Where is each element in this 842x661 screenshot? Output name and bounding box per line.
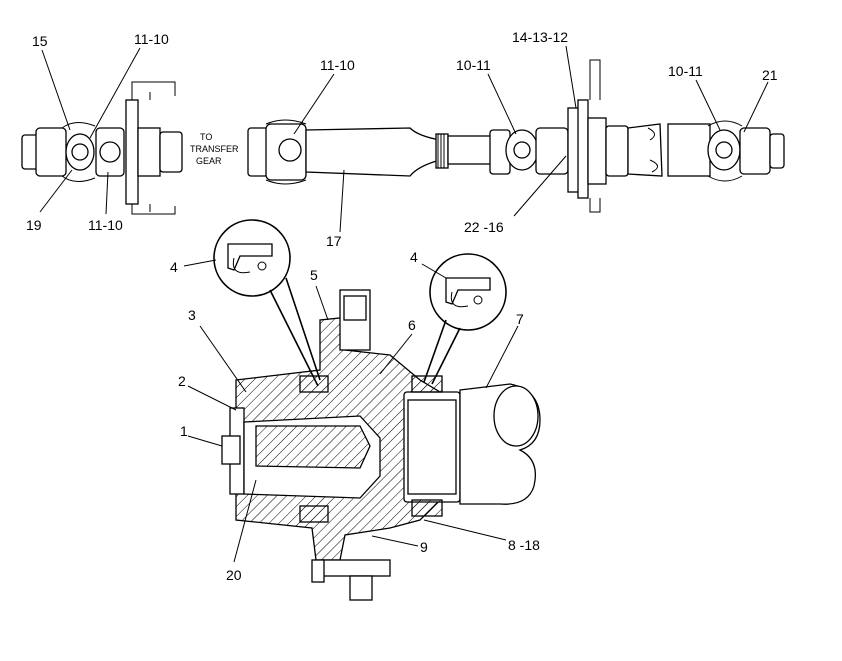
- callout-5: 5: [310, 267, 318, 283]
- callout-14-13-12: 14-13-12: [512, 29, 568, 45]
- transfer-note-line2: TRANSFER: [190, 144, 239, 154]
- lower-leader-lines: [183, 259, 519, 563]
- callout-9: 9: [420, 539, 428, 555]
- center-driveshaft: [247, 119, 499, 185]
- callout-15: 15: [32, 33, 48, 49]
- callout-10-11-right: 10-11: [668, 63, 703, 79]
- lower-cross-section: [183, 219, 541, 601]
- middle-flange-assembly: [489, 59, 663, 213]
- callout-7: 7: [516, 311, 524, 327]
- transfer-note-line3: GEAR: [196, 156, 222, 166]
- seal-detail-left: [213, 219, 321, 387]
- transfer-note-line1: TO: [200, 132, 212, 142]
- callout-22-16: 22 -16: [464, 219, 504, 235]
- callout-4-left: 4: [170, 259, 178, 275]
- callout-20: 20: [226, 567, 242, 583]
- callout-11-10-mid: 11-10: [320, 57, 355, 73]
- callout-19: 19: [26, 217, 42, 233]
- callout-10-11-mid: 10-11: [456, 57, 491, 73]
- left-yoke-assembly: [21, 81, 183, 215]
- callout-3: 3: [188, 307, 196, 323]
- right-yoke-assembly: [667, 120, 785, 182]
- seal-detail-right: [423, 253, 507, 385]
- callout-11-10-bottom-left: 11-10: [88, 217, 123, 233]
- callout-6: 6: [408, 317, 416, 333]
- callout-2: 2: [178, 373, 186, 389]
- callout-21: 21: [762, 67, 778, 83]
- callout-labels: 15 11-10 19 11-10 11-10 17 10-11 14-13-1…: [26, 29, 778, 583]
- callout-1: 1: [180, 423, 188, 439]
- callout-4-right: 4: [410, 249, 418, 265]
- callout-11-10-top-left: 11-10: [134, 31, 169, 47]
- callout-8-18: 8 -18: [508, 537, 540, 553]
- callout-17: 17: [326, 233, 342, 249]
- upper-driveshaft-assembly: TO TRANSFER GEAR: [21, 45, 785, 233]
- upper-leader-lines: [39, 45, 769, 233]
